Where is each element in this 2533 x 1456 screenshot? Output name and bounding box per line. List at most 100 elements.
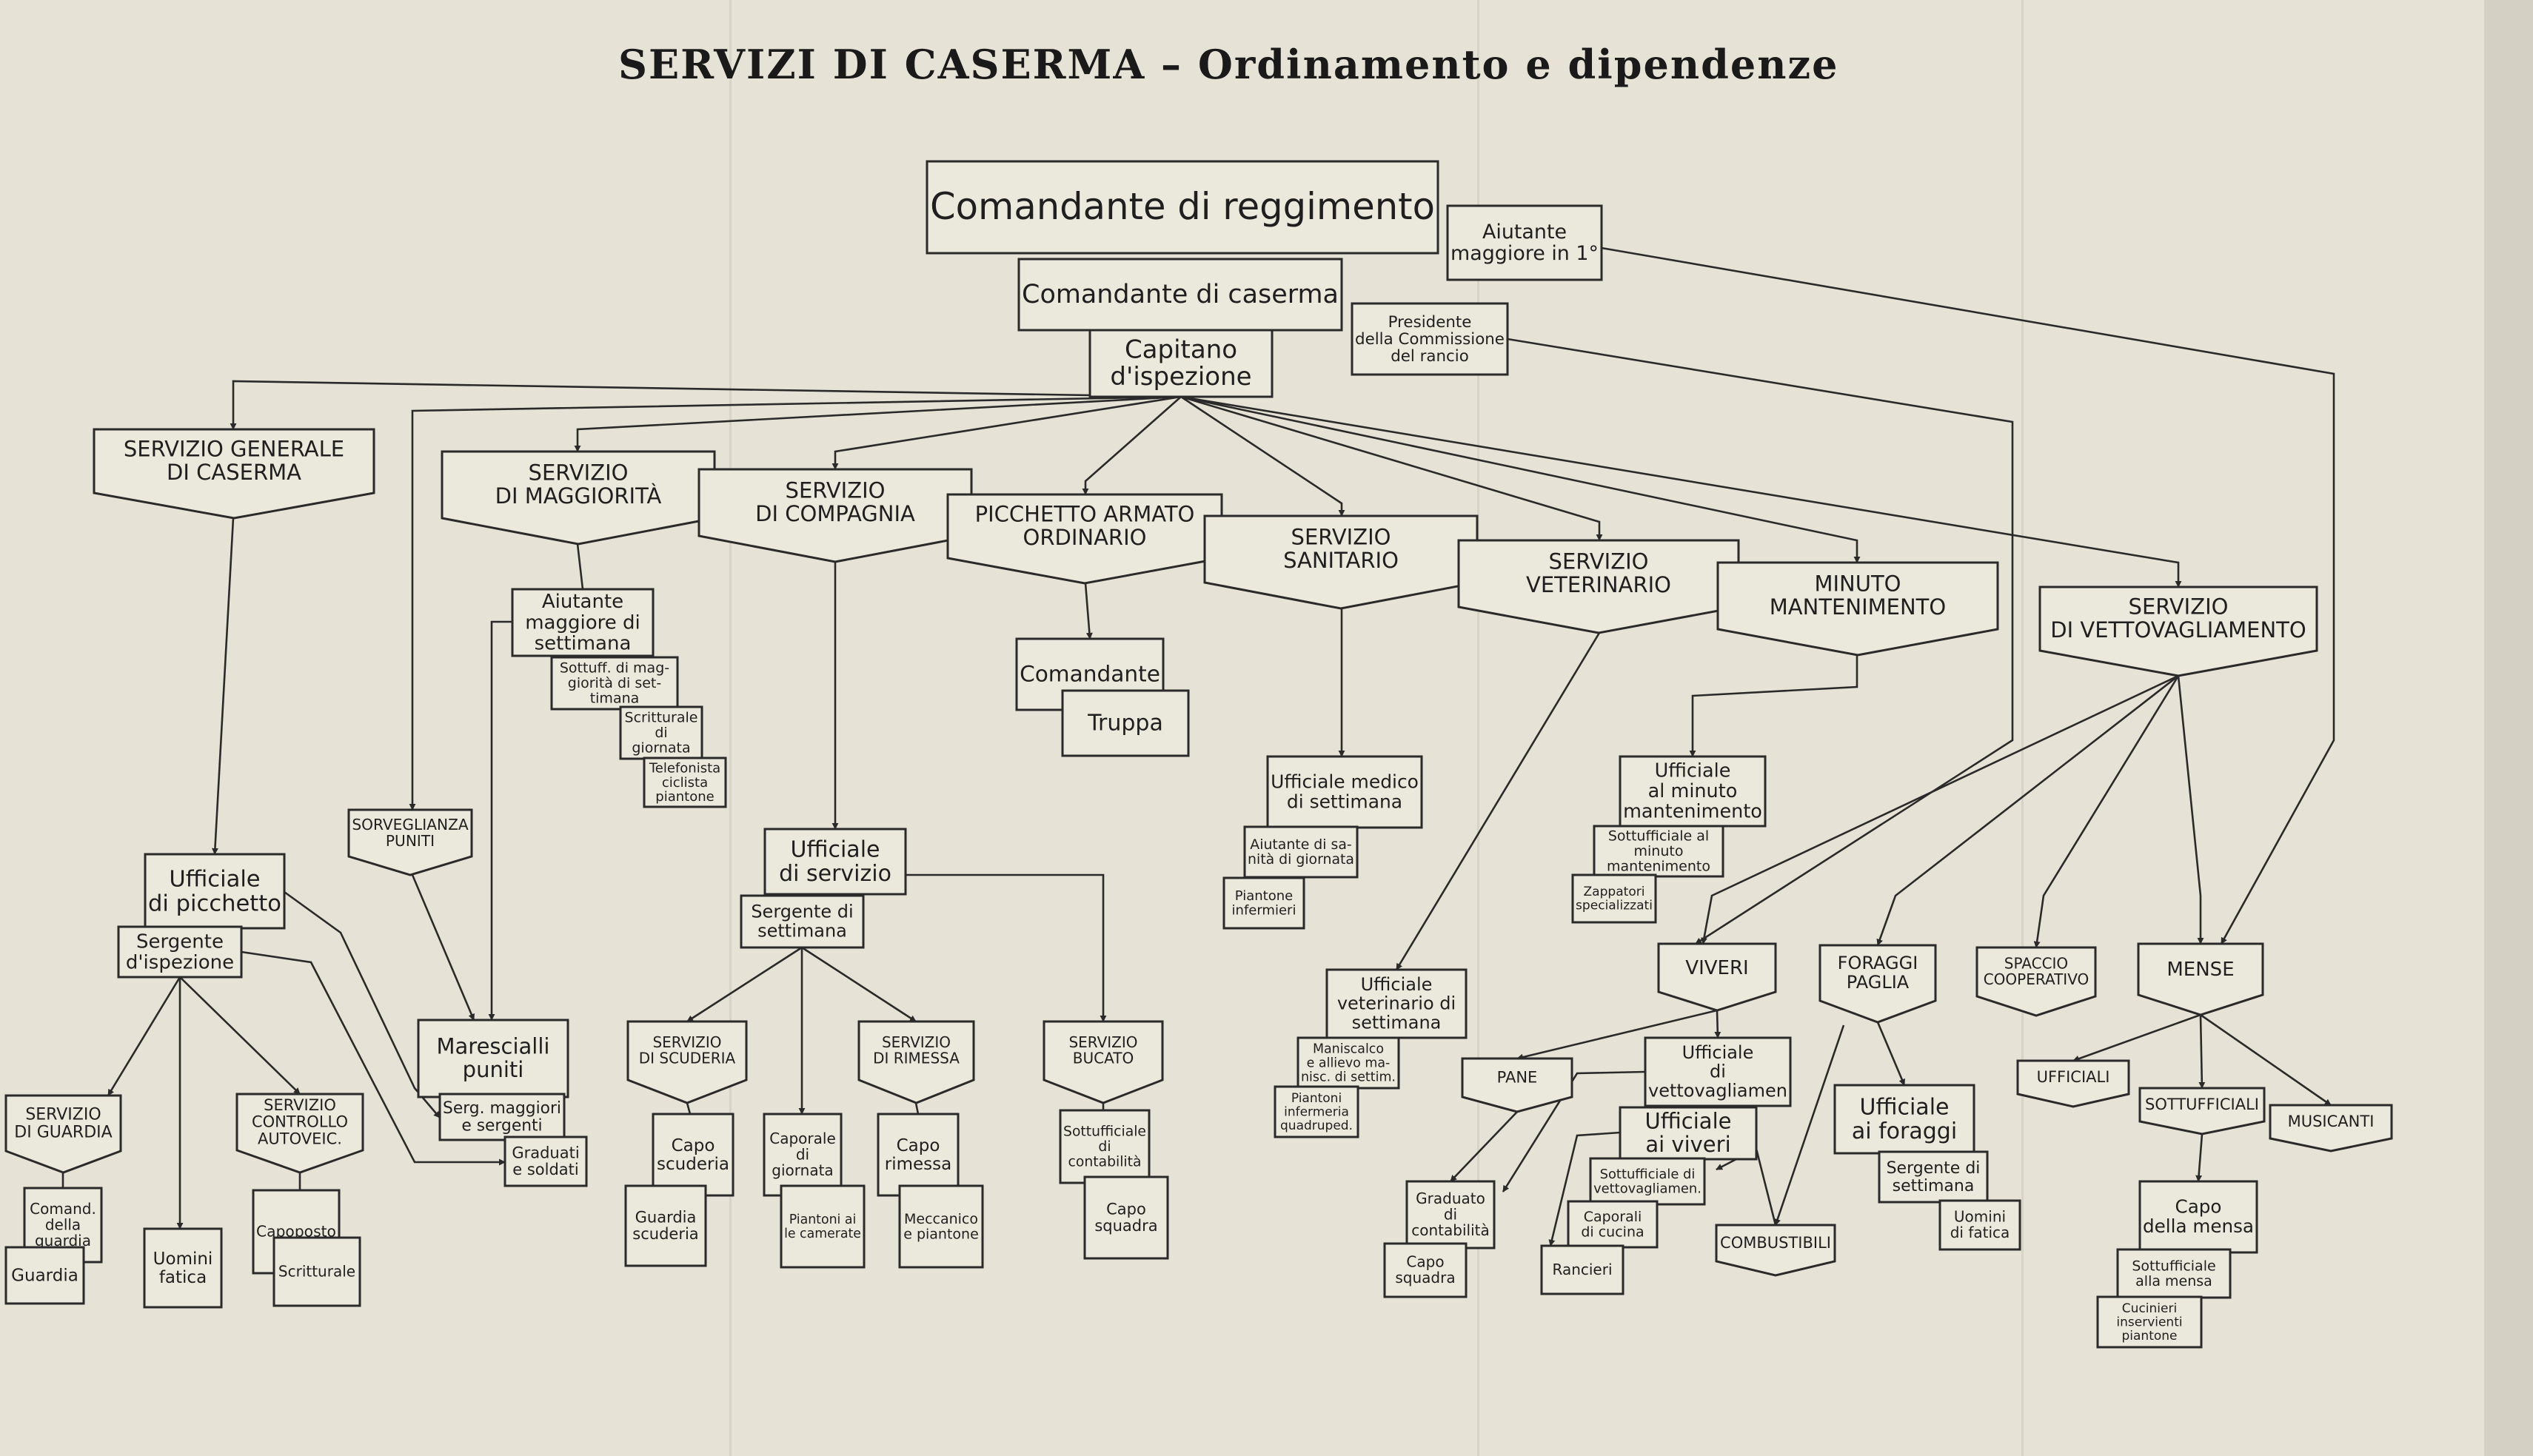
- node-pane: PANE: [1461, 1057, 1573, 1113]
- node-label-line: ORDINARIO: [1023, 525, 1147, 550]
- node-label-line: Sottufficiale di: [1600, 1167, 1696, 1182]
- node-label-line: Aiutante: [1482, 221, 1567, 244]
- node-label: MENSE: [2166, 959, 2234, 981]
- connector-line: [686, 946, 803, 1023]
- node-label-line: Piantoni: [1291, 1091, 1342, 1106]
- node-comandante-caserma: Comandante di caserma: [1017, 258, 1343, 332]
- connector-lines: [61, 246, 2335, 1247]
- node-musicanti: MUSICANTI: [2269, 1104, 2393, 1153]
- node-label-line: minuto: [1634, 843, 1684, 859]
- node-label-line: Capo: [897, 1136, 940, 1155]
- node-viveri: VIVERI: [1657, 942, 1777, 1012]
- node-label-line: Scritturale: [625, 710, 698, 726]
- node-label-line: VIVERI: [1685, 957, 1748, 979]
- node-label-line: COMBUSTIBILI: [1720, 1234, 1831, 1252]
- node-label-line: Ufficiale: [1682, 1042, 1754, 1063]
- node-label-line: Graduati: [512, 1144, 579, 1161]
- connector-line: [576, 543, 584, 590]
- connector-viveri-rancieri: [1548, 1131, 1621, 1247]
- connector-line: [2177, 675, 2204, 945]
- connector-line: [686, 1102, 692, 1115]
- node-label-line: Meccanico: [904, 1211, 978, 1227]
- node-label-line: Ufficiale: [1645, 1109, 1732, 1134]
- node-label-line: Capo: [2175, 1196, 2222, 1218]
- connector-line: [107, 976, 181, 1096]
- node-label-line: Piantone: [1235, 888, 1293, 904]
- node-label-line: Cucinieri: [2122, 1301, 2177, 1316]
- connector-line: [1876, 674, 2179, 946]
- connector-capitano-sanitario: [1180, 395, 1345, 517]
- node-label-line: ai foraggi: [1852, 1118, 1957, 1144]
- node-aiutante-sanita: Aiutante di sa-nità di giornata: [1243, 825, 1359, 879]
- node-label-line: di: [655, 725, 667, 741]
- connector-line: [1714, 1010, 1721, 1039]
- connector-sorveglianza-marescialli: [411, 874, 475, 1021]
- node-label-line: Sottufficiale al: [1608, 828, 1709, 845]
- node-label-line: SOTTUFFICIALI: [2145, 1096, 2259, 1113]
- connector-picchetto-serg: [284, 890, 441, 1118]
- node-label-line: veterinario di: [1337, 993, 1456, 1014]
- node-label-line: al minuto: [1648, 780, 1738, 802]
- node-label: Truppa: [1087, 711, 1163, 737]
- node-label-line: della mensa: [2143, 1215, 2254, 1237]
- node-label-line: DI SCUDERIA: [639, 1050, 736, 1067]
- connector-capitano-minuto: [1180, 395, 1861, 563]
- node-guardia: Guardia: [4, 1246, 85, 1305]
- node-label-line: Scritturale: [278, 1262, 355, 1280]
- node-label-line: squadra: [1395, 1269, 1455, 1286]
- node-label-line: di: [1444, 1205, 1457, 1223]
- node-label-line: FORAGGI: [1838, 953, 1918, 973]
- node-label-line: di: [1710, 1061, 1726, 1082]
- node-label-line: SORVEGLIANZA: [352, 816, 469, 833]
- paper-edge: [2484, 0, 2533, 1456]
- node-label-line: alla mensa: [2135, 1273, 2212, 1289]
- node-label-line: settimana: [757, 921, 847, 942]
- node-label-line: SERVIZIO: [1549, 549, 1649, 574]
- node-label-line: maggiore in 1°: [1450, 242, 1599, 265]
- node-label-line: della: [45, 1215, 81, 1233]
- node-label-line: di: [1098, 1139, 1111, 1155]
- node-label-line: Telefonista: [649, 760, 720, 776]
- node-label-line: d'ispezione: [1110, 362, 1251, 392]
- connector-line: [1755, 1148, 1777, 1226]
- node-label-line: Uomini: [153, 1249, 213, 1269]
- node-label: VIVERI: [1685, 957, 1748, 979]
